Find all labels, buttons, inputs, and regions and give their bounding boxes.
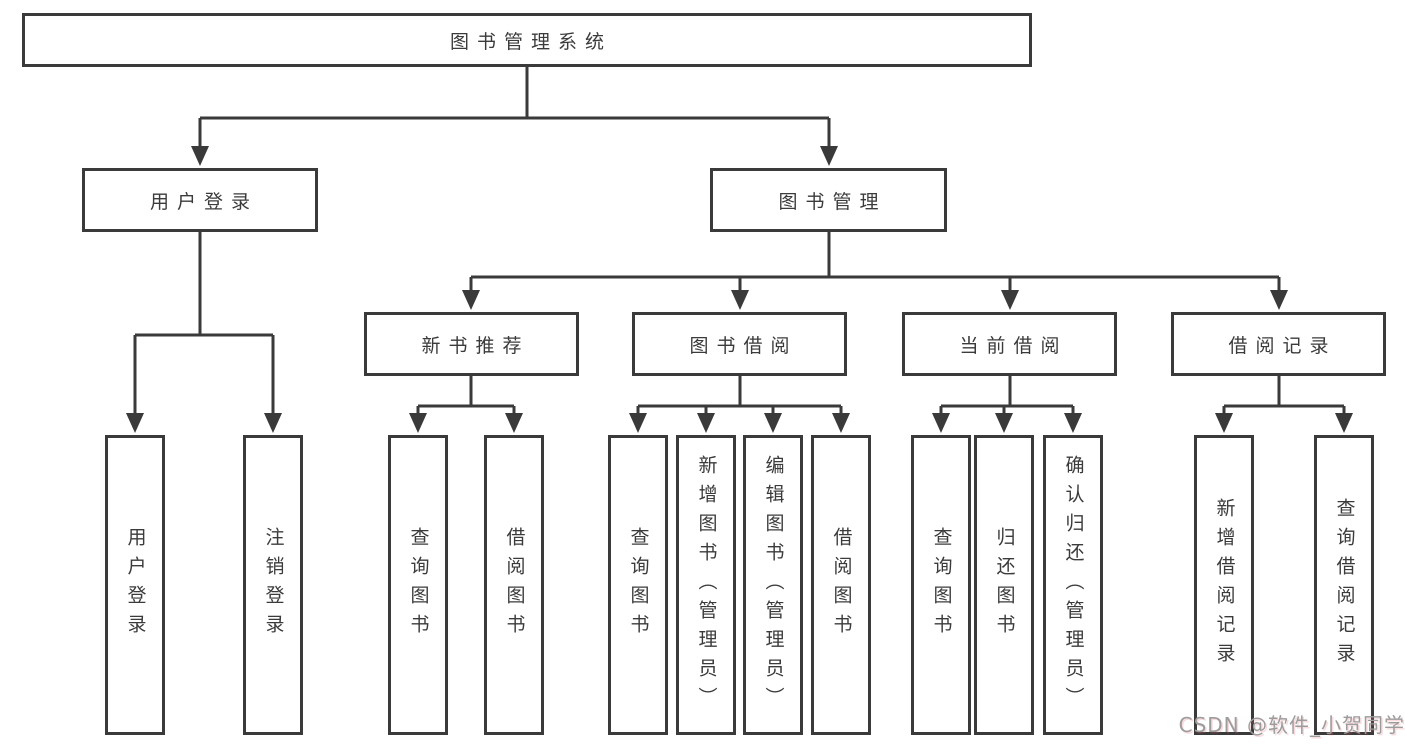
leaf-edit-books-admin-label: 编辑图书（管理员） <box>762 454 785 716</box>
node-new-book-recommend: 新书推荐 <box>364 312 579 376</box>
node-root: 图书管理系统 <box>22 13 1032 67</box>
leaf-logout: 注销登录 <box>243 435 303 735</box>
leaf-add-books-admin: 新增图书（管理员） <box>676 435 736 735</box>
node-book-management-label: 图书管理 <box>778 190 887 213</box>
node-user-login: 用户登录 <box>82 168 318 232</box>
leaf-borrow-books-recommend-label: 借阅图书 <box>503 527 526 643</box>
node-current-borrowing-label: 当前借阅 <box>959 334 1068 357</box>
node-book-management: 图书管理 <box>710 168 947 232</box>
leaf-query-books-borrowing-label: 查询图书 <box>627 527 650 643</box>
leaf-query-borrow-record-label: 查询借阅记录 <box>1333 498 1356 672</box>
leaf-query-books-borrowing: 查询图书 <box>608 435 668 735</box>
node-borrowing-records: 借阅记录 <box>1171 312 1386 376</box>
leaf-confirm-return-admin: 确认归还（管理员） <box>1043 435 1103 735</box>
leaf-user-login: 用户登录 <box>105 435 165 735</box>
leaf-return-books-label: 归还图书 <box>993 527 1016 643</box>
leaf-user-login-label: 用户登录 <box>124 527 147 643</box>
leaf-return-books: 归还图书 <box>974 435 1034 735</box>
leaf-query-books-recommend: 查询图书 <box>388 435 448 735</box>
node-book-borrowing: 图书借阅 <box>632 312 847 376</box>
leaf-borrow-books-recommend: 借阅图书 <box>484 435 544 735</box>
node-user-login-label: 用户登录 <box>149 190 258 213</box>
node-borrowing-records-label: 借阅记录 <box>1228 334 1337 357</box>
leaf-add-books-admin-label: 新增图书（管理员） <box>695 454 718 716</box>
node-book-borrowing-label: 图书借阅 <box>689 334 798 357</box>
leaf-query-books-current: 查询图书 <box>911 435 971 735</box>
leaf-query-books-current-label: 查询图书 <box>930 527 953 643</box>
node-new-book-recommend-label: 新书推荐 <box>421 334 530 357</box>
leaf-confirm-return-admin-label: 确认归还（管理员） <box>1062 454 1085 716</box>
leaf-logout-label: 注销登录 <box>262 527 285 643</box>
node-root-label: 图书管理系统 <box>449 30 612 53</box>
leaf-add-borrow-record: 新增借阅记录 <box>1194 435 1254 735</box>
leaf-add-borrow-record-label: 新增借阅记录 <box>1213 498 1236 672</box>
leaf-borrow-books-label: 借阅图书 <box>830 527 853 643</box>
leaf-query-borrow-record: 查询借阅记录 <box>1314 435 1374 735</box>
leaf-edit-books-admin: 编辑图书（管理员） <box>743 435 803 735</box>
node-current-borrowing: 当前借阅 <box>902 312 1117 376</box>
watermark: CSDN @软件_小贺同学 <box>1178 713 1405 737</box>
leaf-borrow-books: 借阅图书 <box>811 435 871 735</box>
leaf-query-books-recommend-label: 查询图书 <box>407 527 430 643</box>
